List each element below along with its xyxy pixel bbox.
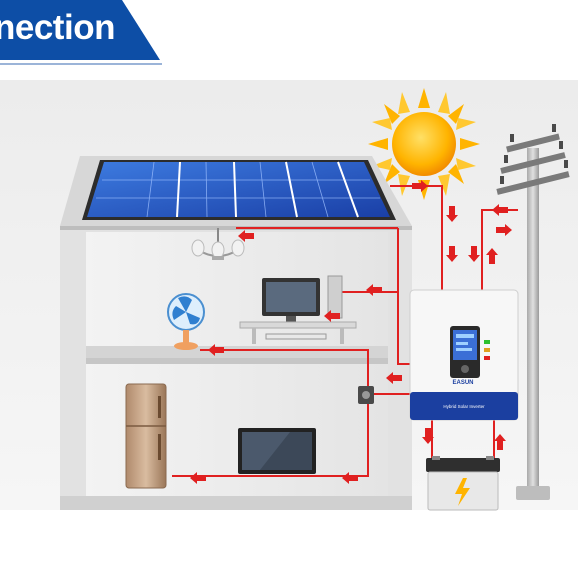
television-icon xyxy=(238,428,316,474)
inverter-label: Hybrid Solar Inverter xyxy=(443,404,485,409)
meter-box-icon xyxy=(358,386,374,404)
sun-icon xyxy=(368,88,480,200)
battery-icon xyxy=(426,456,500,511)
header-banner: nection xyxy=(0,0,578,70)
fan-icon xyxy=(167,293,205,350)
inverter-brand: EASUN xyxy=(452,380,473,386)
banner-shape xyxy=(0,0,162,65)
computer-desk-icon xyxy=(239,275,357,344)
banner-title: nection xyxy=(0,8,115,47)
utility-pole xyxy=(496,124,570,500)
refrigerator-icon xyxy=(125,383,167,489)
house xyxy=(60,156,412,510)
solar-system-diagram: EASUN Hybrid Solar Inverter xyxy=(0,80,578,511)
chandelier-icon xyxy=(191,228,245,260)
inverter-unit: EASUN Hybrid Solar Inverter xyxy=(409,289,519,421)
solar-panel-array xyxy=(82,160,396,220)
